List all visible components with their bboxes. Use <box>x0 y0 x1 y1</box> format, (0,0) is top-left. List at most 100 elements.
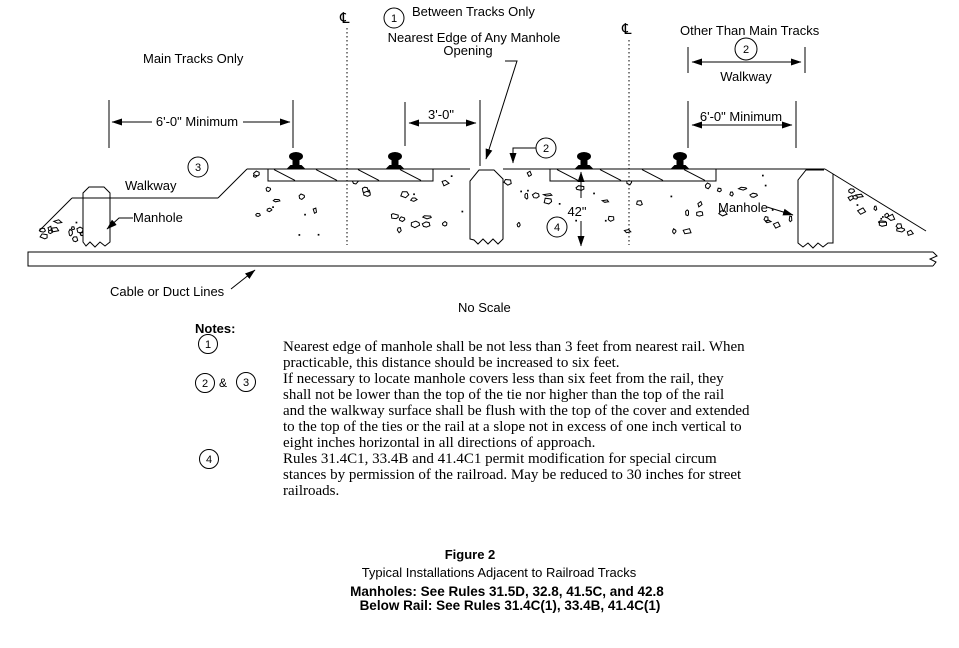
tie-hatch-line <box>599 169 622 181</box>
rock <box>604 219 607 222</box>
figure-title: Typical Installations Adjacent to Railro… <box>361 565 637 580</box>
leader-lines <box>106 60 794 290</box>
rail-icon <box>574 152 594 169</box>
rock <box>52 219 63 224</box>
rock <box>71 236 79 243</box>
dim-text-3ft: 3'-0" <box>428 107 454 122</box>
callout-1-number: 1 <box>391 13 397 25</box>
rock <box>304 213 306 216</box>
rock <box>50 226 60 233</box>
rock <box>266 207 273 213</box>
notes-heading: Notes: <box>195 321 236 336</box>
duct-outline <box>27 251 933 267</box>
callout-1-circle <box>383 7 405 29</box>
label-nearest-edge-line2: Opening <box>443 43 492 58</box>
left-manhole-shape <box>82 186 111 248</box>
leader-manhole-right <box>766 206 794 216</box>
right-embankment-slope <box>824 168 927 232</box>
note-text-line: railroads. <box>283 483 340 499</box>
track-cross-section-diagram: Main Tracks Only Between Tracks Only Nea… <box>27 4 938 315</box>
rock <box>252 170 260 177</box>
rock <box>856 204 859 206</box>
label-nearest-edge-line1: Nearest Edge of Any Manhole <box>388 30 561 45</box>
rock <box>410 220 421 229</box>
dimension-lines <box>111 58 802 247</box>
label-between-tracks-only: Between Tracks Only <box>412 4 535 19</box>
rock <box>729 191 734 197</box>
left-tie-band <box>267 168 434 182</box>
rock <box>363 190 371 197</box>
rock <box>749 192 759 198</box>
rock <box>255 212 261 218</box>
rock <box>696 210 704 217</box>
walkway-ramp-line <box>217 168 248 199</box>
rock <box>716 187 722 193</box>
note-text-line: practicable, this distance should be inc… <box>283 355 620 371</box>
rock <box>718 210 728 217</box>
dim-text-6ft-right: 6'-0" Minimum <box>700 109 782 124</box>
rock <box>737 186 748 191</box>
figure-label: Figure 2 <box>444 547 496 562</box>
tie-hatch-line <box>683 169 706 181</box>
rock <box>75 221 78 224</box>
rock <box>409 197 419 202</box>
rock <box>396 227 402 234</box>
rail-icon <box>670 152 690 169</box>
leader-callout-2 <box>509 147 536 164</box>
rock <box>764 184 767 187</box>
centerline-symbol-right: ℄ <box>621 20 632 38</box>
rock <box>895 223 903 230</box>
rock <box>450 175 453 177</box>
duct-break-symbol <box>928 251 938 267</box>
rock <box>39 233 48 240</box>
rock <box>593 192 595 195</box>
rock <box>672 228 677 235</box>
rock <box>882 216 884 218</box>
note-ref-4-circle: 4 <box>199 449 219 469</box>
centerline-symbol-left: ℄ <box>339 9 350 27</box>
label-manhole-right: Manhole <box>718 200 768 215</box>
rock <box>531 192 540 199</box>
rock <box>772 221 781 229</box>
note-text-line: Rules 31.4C1, 33.4B and 41.4C1 permit mo… <box>283 451 717 467</box>
callout-2-circle <box>535 137 557 159</box>
duct-bank <box>27 251 938 267</box>
tie-hatch-lines <box>273 169 706 181</box>
label-cable-or-duct-lines: Cable or Duct Lines <box>110 284 225 299</box>
rock <box>852 194 858 200</box>
note-text-line: stances by permission of the railroad. M… <box>283 467 742 483</box>
note-ref-3-circle: 3 <box>236 372 256 392</box>
rock <box>704 182 711 190</box>
rock <box>788 215 793 223</box>
callout-4-circle <box>546 216 568 238</box>
leader-cable-duct <box>230 269 256 290</box>
rock <box>398 216 406 223</box>
rock <box>885 213 896 222</box>
rock <box>272 198 281 203</box>
callout-2-circle <box>734 37 758 61</box>
rock <box>682 228 692 235</box>
label-other-than-main-tracks: Other Than Main Tracks <box>680 23 820 38</box>
note-text-line: Nearest edge of manhole shall be not les… <box>283 339 745 355</box>
rock <box>906 229 915 237</box>
rock <box>771 209 774 211</box>
rock <box>685 209 689 217</box>
rock <box>856 207 867 215</box>
leader-nearest-edge <box>485 60 518 160</box>
rock <box>317 233 320 236</box>
dim-text-42in: 42" <box>567 204 586 219</box>
tie-hatch-line <box>399 169 422 181</box>
figure-rule-reference-1: Manholes: See Rules 31.5D, 32.8, 41.5C, … <box>350 584 664 599</box>
rock <box>390 213 399 220</box>
dim-text-6ft-left: 6'-0" Minimum <box>156 114 238 129</box>
callout-3-number: 3 <box>195 162 201 174</box>
rock <box>272 206 274 208</box>
label-manhole-left: Manhole <box>133 210 183 225</box>
rock <box>421 221 431 228</box>
rock <box>670 195 673 198</box>
callout-circles: 1 2 2 3 4 <box>187 7 758 238</box>
rock <box>48 229 53 235</box>
tie-hatch-line <box>273 169 296 181</box>
rock <box>524 192 529 200</box>
